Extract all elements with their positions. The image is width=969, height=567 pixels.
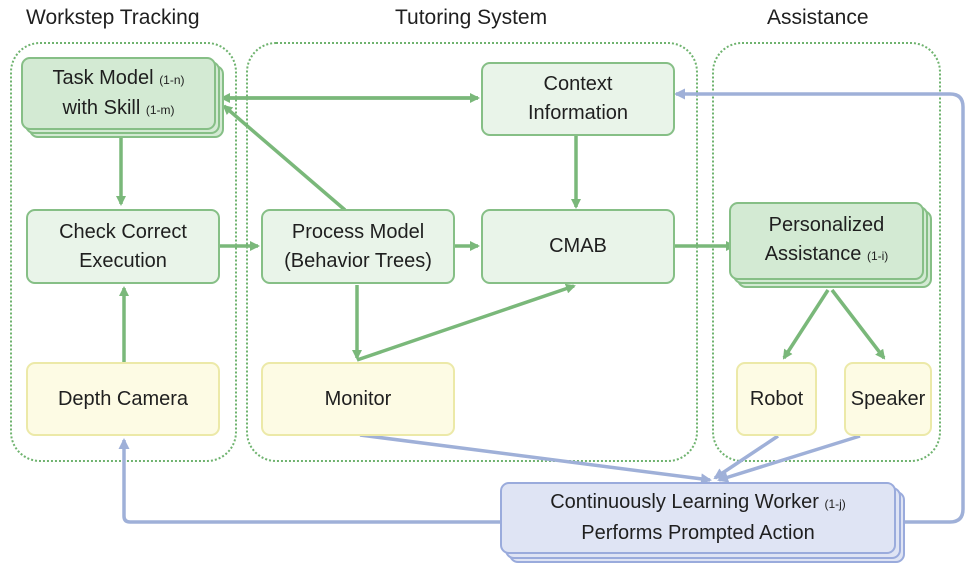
arrow-worker-to-camera [118, 438, 505, 524]
task-model-line1: Task Model [52, 66, 154, 89]
personalized-assistance-node: Personalized Assistance (1-i) [729, 202, 924, 280]
check-correct-line1: Check Correct [59, 220, 187, 243]
task-model-line2: with Skill [62, 96, 141, 119]
section-title-workstep-tracking: Workstep Tracking [26, 6, 200, 29]
group-assistance [712, 42, 941, 462]
task-model-count-note: (1-n) [159, 72, 185, 87]
speaker-node: Speaker [844, 362, 932, 436]
worker-line2: Performs Prompted Action [581, 522, 815, 544]
worker-count-note: (1-j) [824, 497, 846, 511]
task-model-node: Task Model (1-n) with Skill (1-m) [21, 57, 216, 130]
worker-line1: Continuously Learning Worker [550, 491, 819, 513]
process-model-line1: Process Model [291, 220, 425, 243]
context-info-line1: Context [543, 73, 613, 95]
section-title-assistance: Assistance [767, 6, 869, 29]
robot-label: Robot [749, 387, 804, 410]
robot-node: Robot [736, 362, 817, 436]
monitor-label: Monitor [324, 387, 392, 410]
context-info-line2: Information [527, 102, 629, 124]
personalized-line1: Personalized [768, 214, 885, 236]
section-title-tutoring-system: Tutoring System [395, 6, 548, 29]
arrow-process-to-task [222, 104, 347, 212]
arrow-robot-to-worker [713, 434, 779, 480]
cmab-node: CMAB [481, 209, 675, 284]
personalized-count-note: (1-i) [866, 249, 889, 263]
monitor-node: Monitor [261, 362, 455, 436]
continuously-learning-worker-node: Continuously Learning Worker (1-j) Perfo… [500, 482, 896, 554]
arrow-personalized-to-robot [782, 289, 830, 360]
arrow-monitor-to-cmab [356, 283, 576, 362]
arrow-monitor-to-worker [359, 433, 712, 485]
arrow-personalized-to-speaker [830, 288, 886, 360]
context-information-node: Context Information [481, 62, 675, 136]
arrow-worker-to-context [674, 88, 965, 524]
arrow-speaker-to-worker [717, 434, 861, 483]
skill-count-note: (1-m) [145, 102, 175, 117]
depth-camera-node: Depth Camera [26, 362, 220, 436]
personalized-line2: Assistance [764, 243, 862, 265]
speaker-label: Speaker [850, 387, 926, 410]
depth-camera-label: Depth Camera [57, 387, 189, 410]
process-model-node: Process Model (Behavior Trees) [261, 209, 455, 284]
check-correct-execution-node: Check Correct Execution [26, 209, 220, 284]
check-correct-line2: Execution [79, 249, 167, 272]
process-model-line2: (Behavior Trees) [284, 249, 432, 272]
cmab-label: CMAB [549, 235, 607, 257]
group-tutoring-system [246, 42, 698, 462]
